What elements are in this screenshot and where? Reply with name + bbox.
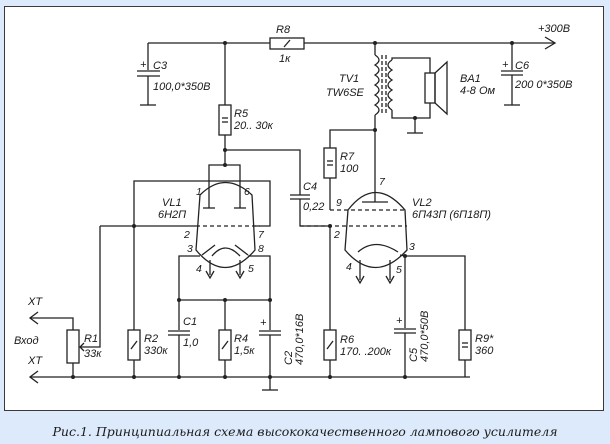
resistor-R5 <box>218 104 232 136</box>
VL1-pin: 2 <box>183 229 190 241</box>
VL2-pin: 7 <box>379 176 386 188</box>
C5-polarity: + <box>396 315 403 327</box>
C5-ref: C5 <box>408 347 420 362</box>
R9-ref: R9* <box>475 333 494 345</box>
C2-ref: C2 <box>283 351 295 365</box>
C2-polarity: + <box>260 317 267 329</box>
TV1-ref: TV1 <box>339 73 359 85</box>
R4-value: 1,5к <box>234 345 255 357</box>
xt-top-label: XT <box>27 296 43 308</box>
BA1-value: 4-8 Ом <box>460 85 496 97</box>
VL2-ref: VL2 <box>412 197 432 209</box>
VL2-pin: 2 <box>333 229 340 241</box>
C6-ref: C6 <box>515 60 530 72</box>
VL1-pin: 8 <box>258 243 264 255</box>
VL1-pin: 3 <box>187 243 193 255</box>
xt-bottom-arrow-icon <box>28 370 39 384</box>
TV1-value: TW6SE <box>326 87 365 99</box>
resistor-R7 <box>323 147 337 179</box>
R5-ref: R5 <box>234 108 249 120</box>
R1-ref: R1 <box>84 333 98 345</box>
supply-label: +300В <box>538 23 570 35</box>
schematic-frame <box>4 6 604 411</box>
VL1-pin: 4 <box>196 263 202 275</box>
R7-value: 100 <box>340 163 359 175</box>
R6-value: 170. .200к <box>340 346 392 358</box>
VL1-ref: VL1 <box>162 197 182 209</box>
resistor-R8 <box>269 37 305 50</box>
R4-ref: R4 <box>234 333 248 345</box>
VL1-value: 6Н2П <box>158 209 186 221</box>
C4-ref: C4 <box>303 181 317 193</box>
C3-polarity: + <box>140 59 147 71</box>
VL2-pin: 3 <box>409 241 415 253</box>
VL1-pin: 6 <box>244 186 250 198</box>
C2-value: 470,0*16В <box>294 314 306 365</box>
tube-VL2 <box>344 192 408 269</box>
xt-bottom-label: XT <box>27 355 43 367</box>
VL1-pin: 5 <box>248 263 254 275</box>
C1-ref: C1 <box>183 316 197 328</box>
VL1-pin: 1 <box>196 186 202 198</box>
R5-value: 20.. 30к <box>233 120 274 132</box>
C4-value: 0,22 <box>303 201 324 213</box>
VL1-pin: 7 <box>258 229 265 241</box>
tube-VL1 <box>195 182 256 268</box>
R1-value: 33к <box>84 348 102 360</box>
BA1-ref: BA1 <box>460 73 481 85</box>
VL2-pin: 4 <box>346 261 352 273</box>
supply-arrow-icon <box>544 36 557 50</box>
figure-caption: Рис.1. Принципиальная схема высококачест… <box>52 424 558 439</box>
R6-ref: R6 <box>340 334 355 346</box>
R9-value: 360 <box>475 345 494 357</box>
R2-value: 330к <box>144 345 168 357</box>
input-label: Вход <box>14 335 39 347</box>
C5-value: 470,0*50В <box>419 311 431 362</box>
speaker-BA1 <box>424 72 436 104</box>
resistor-R9 <box>458 329 472 361</box>
R8-value: 1к <box>279 53 291 65</box>
C6-polarity: + <box>502 59 509 71</box>
potentiometer-R1 <box>66 329 80 364</box>
VL2-pin: 5 <box>396 264 402 276</box>
VL2-value: 6П43П (6П18П) <box>412 209 491 221</box>
R2-ref: R2 <box>144 333 158 345</box>
C3-ref: C3 <box>153 60 168 72</box>
R7-ref: R7 <box>340 151 355 163</box>
C1-value: 1,0 <box>183 337 199 349</box>
R8-ref: R8 <box>276 24 291 36</box>
VL2-pin: 9 <box>336 197 342 209</box>
C6-value: 200 0*350В <box>514 79 573 91</box>
C3-value: 100,0*350В <box>153 81 211 93</box>
